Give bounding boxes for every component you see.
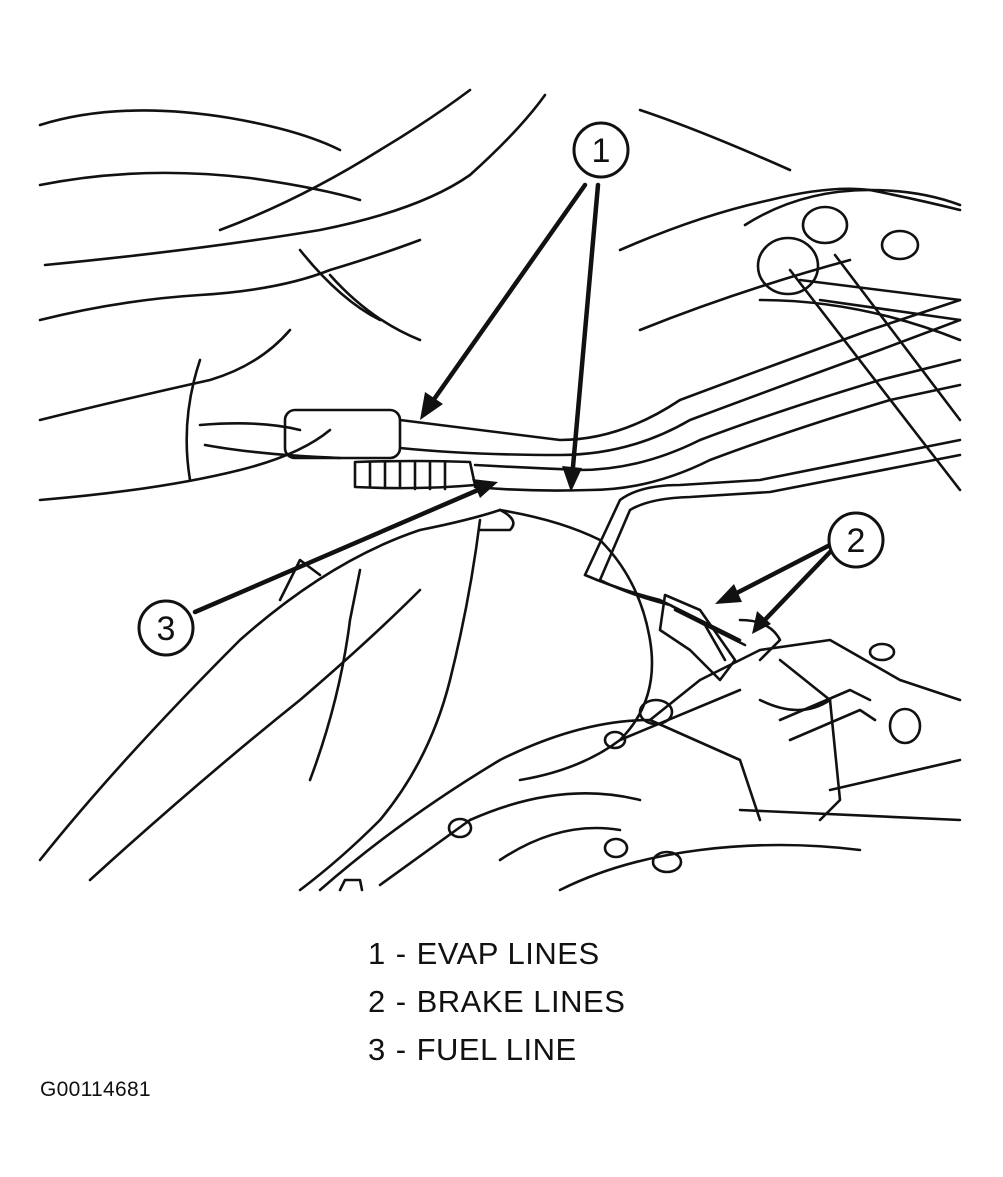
callout-circle-1 [572,121,630,179]
callout-number-2: 2 [847,522,866,560]
callout-circle-3 [137,599,195,657]
arrowhead-2b [752,611,771,634]
legend-label: FUEL LINE [416,1032,577,1067]
callout-number-1: 1 [592,132,611,170]
legend-separator: - [395,984,407,1019]
cross-member [745,190,960,490]
legend: 1-EVAP LINES 2-BRAKE LINES 3-FUEL LINE [368,930,625,1074]
legend-item-evap-lines: 1-EVAP LINES [368,930,625,978]
legend-separator: - [395,1032,407,1067]
leader-3 [195,487,485,612]
arrowheads [420,392,771,634]
legend-number: 2 [368,984,386,1019]
arrowhead-1a [420,392,443,420]
floor-pan-contours [40,90,960,500]
leader-1b [572,185,598,478]
arrowhead-3 [472,479,498,498]
callout-number-3: 3 [157,610,176,648]
figure-id: G00114681 [40,1078,151,1101]
leader-lines [195,185,832,625]
arrowhead-1b [562,466,582,492]
leader-2a [727,545,830,598]
callout-circle-2 [827,511,885,569]
routed-lines [200,300,960,491]
brake-line-bracket [585,440,960,680]
underbody-line-illustration: 1 2 3 [0,0,1003,900]
legend-label: BRAKE LINES [416,984,626,1019]
legend-item-brake-lines: 2-BRAKE LINES [368,978,625,1026]
leader-1a [430,185,585,405]
callout-circles [137,121,885,657]
legend-separator: - [395,936,407,971]
tank-shield [40,510,652,890]
arrowhead-2a [715,584,742,604]
leader-2b [760,550,832,625]
legend-item-fuel-line: 3-FUEL LINE [368,1026,625,1074]
legend-number: 3 [368,1032,386,1067]
legend-label: EVAP LINES [416,936,600,971]
legend-number: 1 [368,936,386,971]
lower-floor-details [320,640,960,890]
